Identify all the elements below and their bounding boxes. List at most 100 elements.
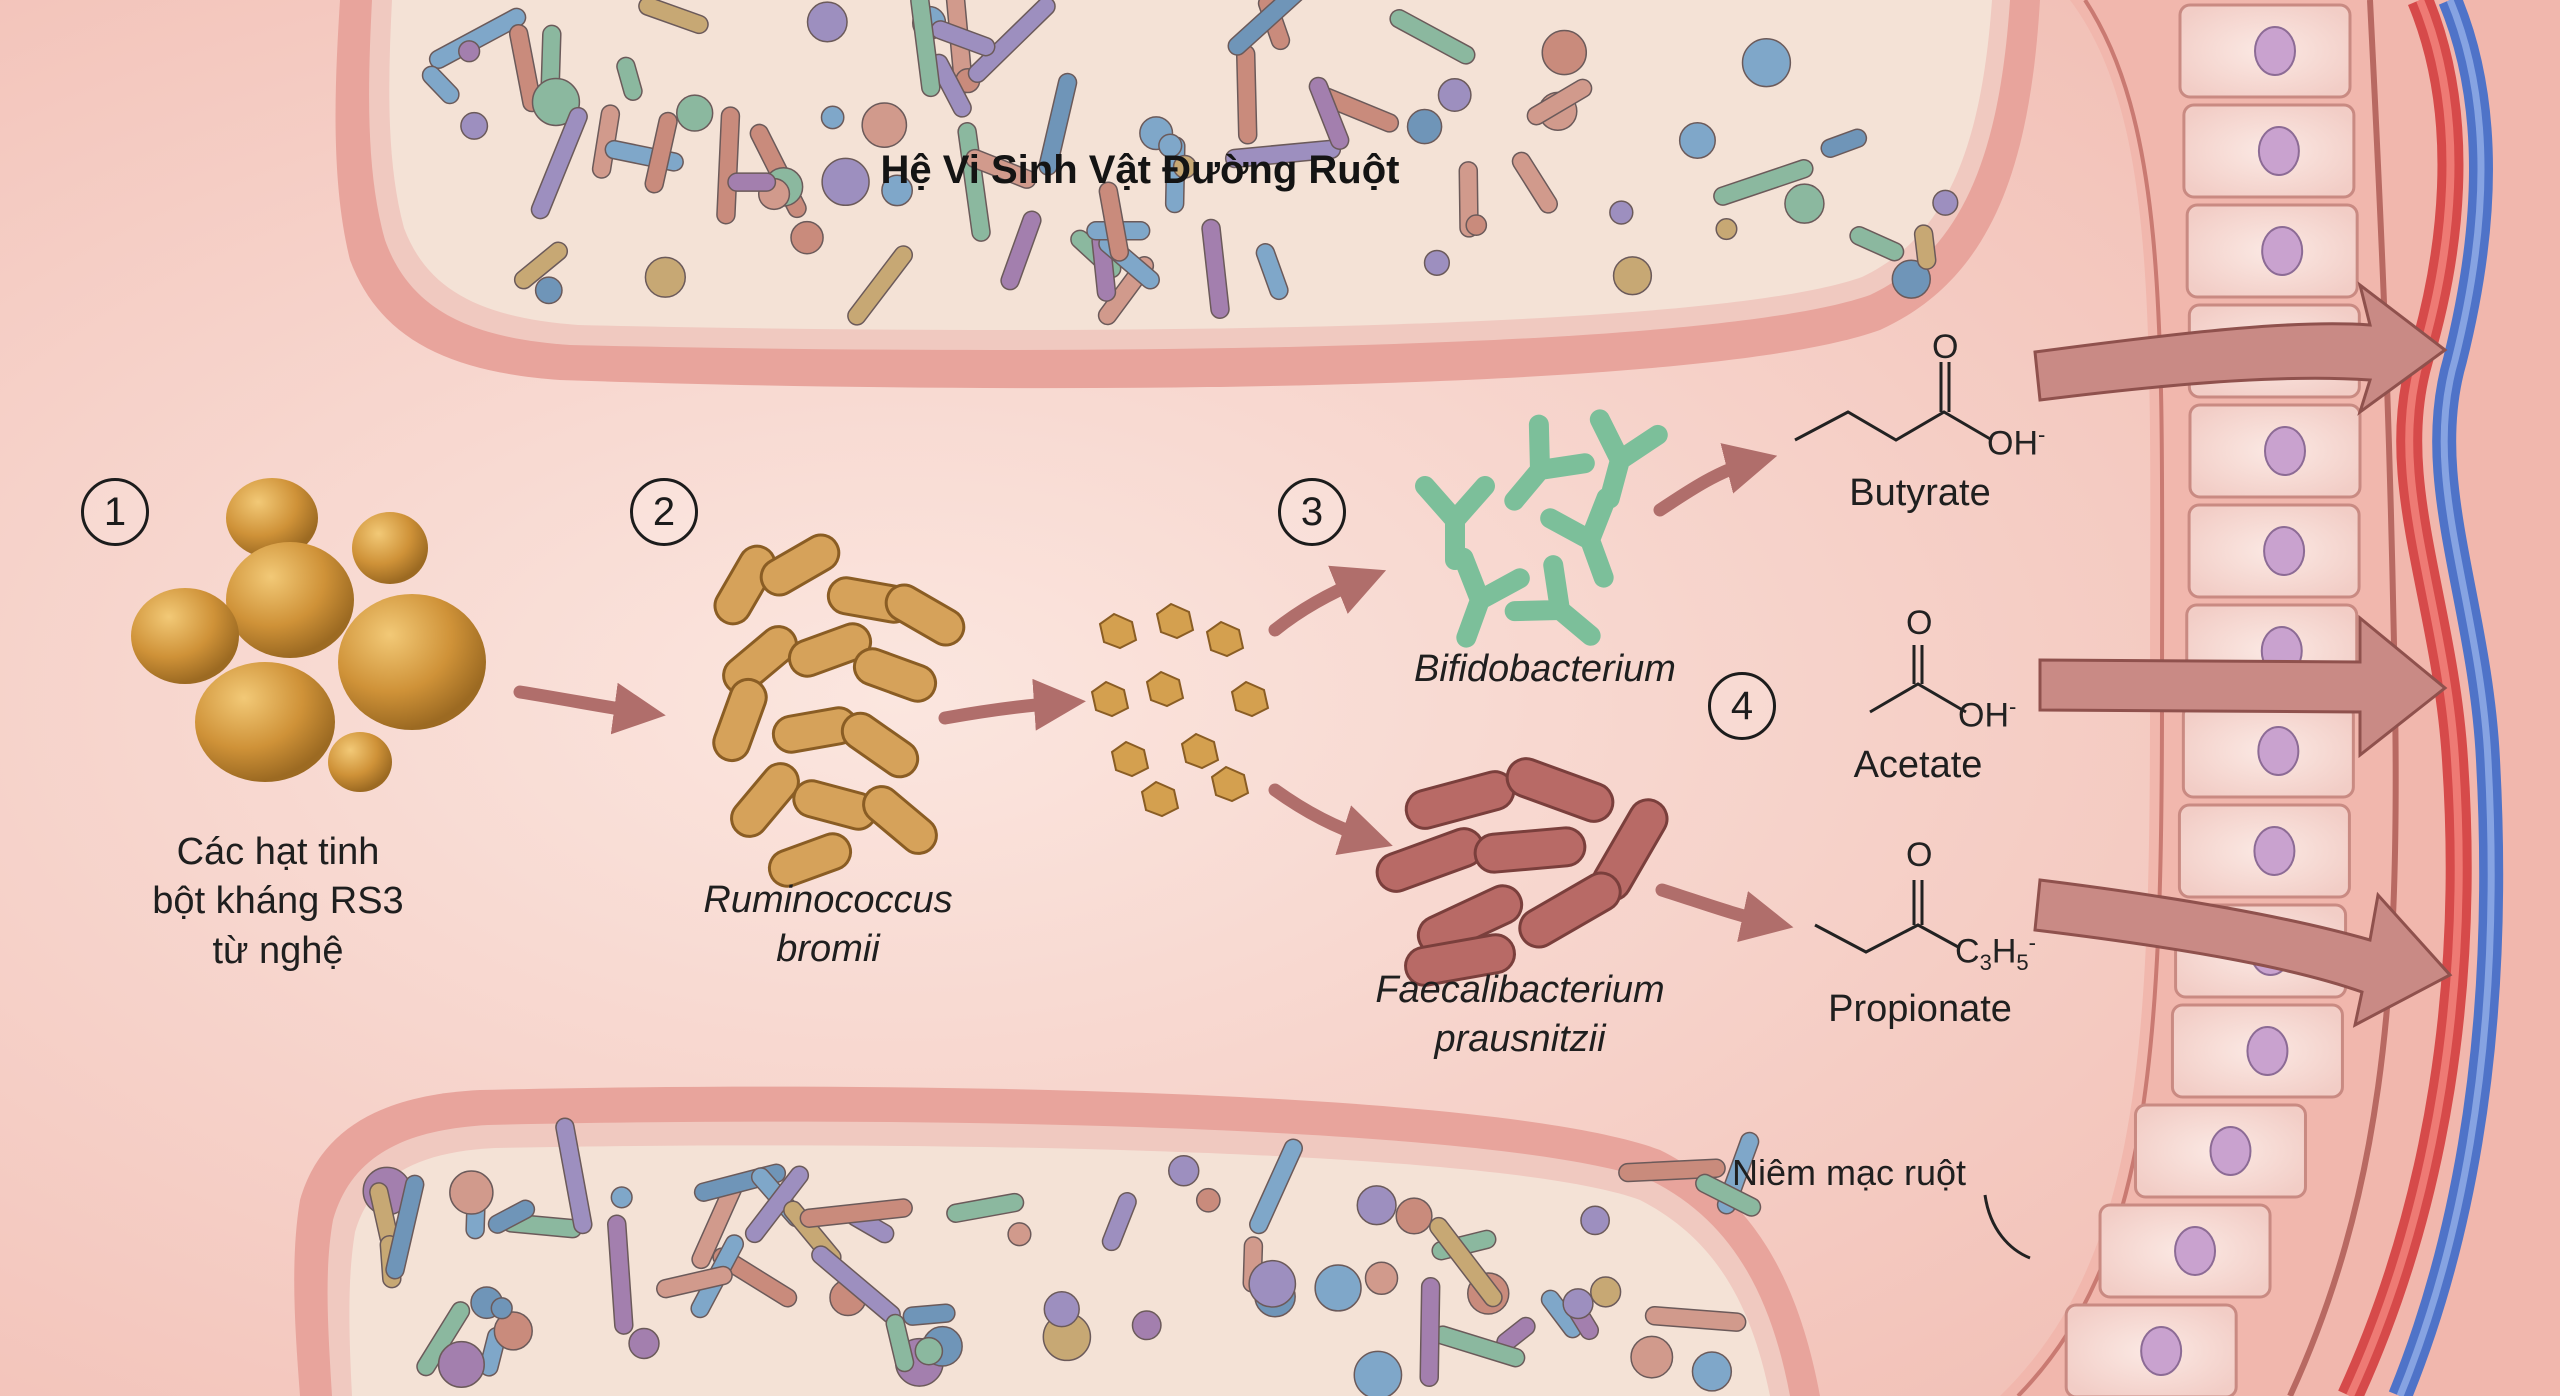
microbe-rod xyxy=(1820,128,1868,158)
process-arrows xyxy=(513,443,1794,943)
microbe-rod xyxy=(946,1192,1025,1223)
microbe-coccus xyxy=(1423,249,1451,276)
microbe-coccus xyxy=(1541,29,1588,76)
propionate-oxygen: O xyxy=(1906,836,1933,874)
microbe-coccus xyxy=(437,1340,485,1389)
microbe-rod xyxy=(1713,159,1814,206)
microbe-coccus xyxy=(1784,183,1825,224)
microbe-rod xyxy=(487,1199,536,1234)
arrow-to-faecali xyxy=(1268,783,1393,855)
diagram-title: Hệ Vi Sinh Vật Đường Ruột xyxy=(880,148,1400,192)
microbe-rod xyxy=(656,1265,733,1299)
mucosa-label: Niêm mạc ruột xyxy=(1732,1152,1967,1193)
cell-nucleus xyxy=(2263,426,2306,476)
microbe-coccus xyxy=(1932,189,1959,216)
microbe-coccus xyxy=(1465,214,1488,236)
microbe-coccus xyxy=(1195,1187,1221,1213)
ruminococcus-cell xyxy=(862,785,938,855)
microbe-rod xyxy=(428,7,527,69)
microbe-rod xyxy=(727,172,777,192)
faecalibacterium-cell xyxy=(1505,757,1615,823)
bifidobacterium-cell xyxy=(1504,555,1601,646)
microbe-rod xyxy=(799,1198,913,1228)
cell-nucleus xyxy=(2257,726,2300,776)
ruminococcus-bromii-cluster xyxy=(712,533,966,888)
cell-nucleus xyxy=(2253,826,2296,876)
microbe-coccus xyxy=(914,1336,944,1366)
starch-fragment xyxy=(1140,780,1180,818)
cell-nucleus xyxy=(2140,1326,2183,1376)
microbe-rod xyxy=(508,23,542,113)
microbe-coccus xyxy=(1168,1155,1200,1187)
microbe-rod xyxy=(1101,1192,1137,1252)
acetate-structure xyxy=(1869,645,1967,714)
starch-fragment xyxy=(1230,680,1270,718)
microbe-rod xyxy=(1255,243,1289,301)
faecalibacterium-cluster xyxy=(1375,757,1669,987)
microbe-rod xyxy=(644,111,678,194)
step-3-badge: 3 xyxy=(1278,478,1346,546)
microbe-coccus xyxy=(1630,1335,1674,1379)
faecalibacterium-cell xyxy=(1473,826,1587,874)
microbe-rod xyxy=(885,1313,915,1373)
ruminococcus-cell xyxy=(787,622,873,678)
ruminococcus-cell xyxy=(713,544,777,626)
propionate-label: Propionate xyxy=(1828,988,2012,1030)
starch-fragment xyxy=(1145,670,1185,708)
microbe-coccus xyxy=(1131,1310,1162,1341)
ruminococcus-cell xyxy=(730,762,800,838)
cell-nucleus xyxy=(2174,1226,2217,1276)
microbe-coccus xyxy=(534,276,563,305)
microbe-coccus xyxy=(1043,1290,1080,1328)
propionate-ethyl-group: C3H5- xyxy=(1955,930,2036,976)
bifidobacterium-cell xyxy=(1589,409,1668,509)
arrow-to-butyrate xyxy=(1653,443,1778,517)
microbe-coccus xyxy=(628,1327,660,1360)
microbe-coccus xyxy=(1580,1205,1610,1236)
starch-fragments xyxy=(1090,602,1270,818)
ruminococcus-cell xyxy=(759,533,841,597)
microbe-rod xyxy=(847,245,914,326)
microbe-rod xyxy=(1227,0,1305,56)
microbe-coccus xyxy=(821,157,870,207)
microbe-coccus xyxy=(610,1186,633,1209)
microbe-coccus xyxy=(1609,200,1634,225)
microbe-rod xyxy=(1249,1138,1303,1235)
microbe-coccus xyxy=(460,111,489,140)
microbe-coccus xyxy=(881,174,914,207)
microbe-coccus xyxy=(1158,133,1183,158)
microbe-rod xyxy=(957,122,991,242)
starch-label: Các hạt tinh bột kháng RS3 từ nghệ xyxy=(152,831,404,972)
microbe-rod xyxy=(607,1214,634,1335)
microbe-coccus xyxy=(644,256,686,298)
ruminococcus-cell xyxy=(840,711,920,779)
bifido-branch xyxy=(1453,547,1530,648)
absorption-arrows xyxy=(2033,281,2453,1028)
propionate-structure xyxy=(1814,880,1961,954)
microbe-coccus xyxy=(1314,1264,1362,1312)
microbe-rod xyxy=(530,106,588,220)
mucosa-leader-line xyxy=(1983,1194,2031,1260)
acetate-oxygen: O xyxy=(1906,604,1933,642)
microbe-rod xyxy=(1695,1173,1762,1217)
bifidobacterium-cell xyxy=(1453,547,1530,648)
starch-fragment xyxy=(1155,602,1195,640)
microbe-coccus xyxy=(1007,1222,1032,1247)
microbe-coccus xyxy=(1678,121,1716,159)
microbe-coccus xyxy=(1248,1259,1297,1308)
microbe-coccus xyxy=(861,102,908,148)
acetate-label: Acetate xyxy=(1853,744,1983,786)
cell-nucleus xyxy=(2261,226,2304,276)
microbe-rod xyxy=(965,148,1037,189)
arrow-starch-to-rumino xyxy=(513,682,666,735)
microbe-coccus xyxy=(1612,256,1653,296)
microbe-coccus xyxy=(676,94,714,132)
microbe-rod xyxy=(716,106,741,225)
microbe-rod xyxy=(421,65,460,105)
microbe-rod xyxy=(513,241,569,290)
cell-nucleus xyxy=(2246,1026,2289,1076)
microbe-rod xyxy=(910,0,941,98)
starch-fragment xyxy=(1090,680,1130,718)
microbe-coccus xyxy=(490,1297,513,1320)
starch-fragment xyxy=(1210,765,1250,803)
